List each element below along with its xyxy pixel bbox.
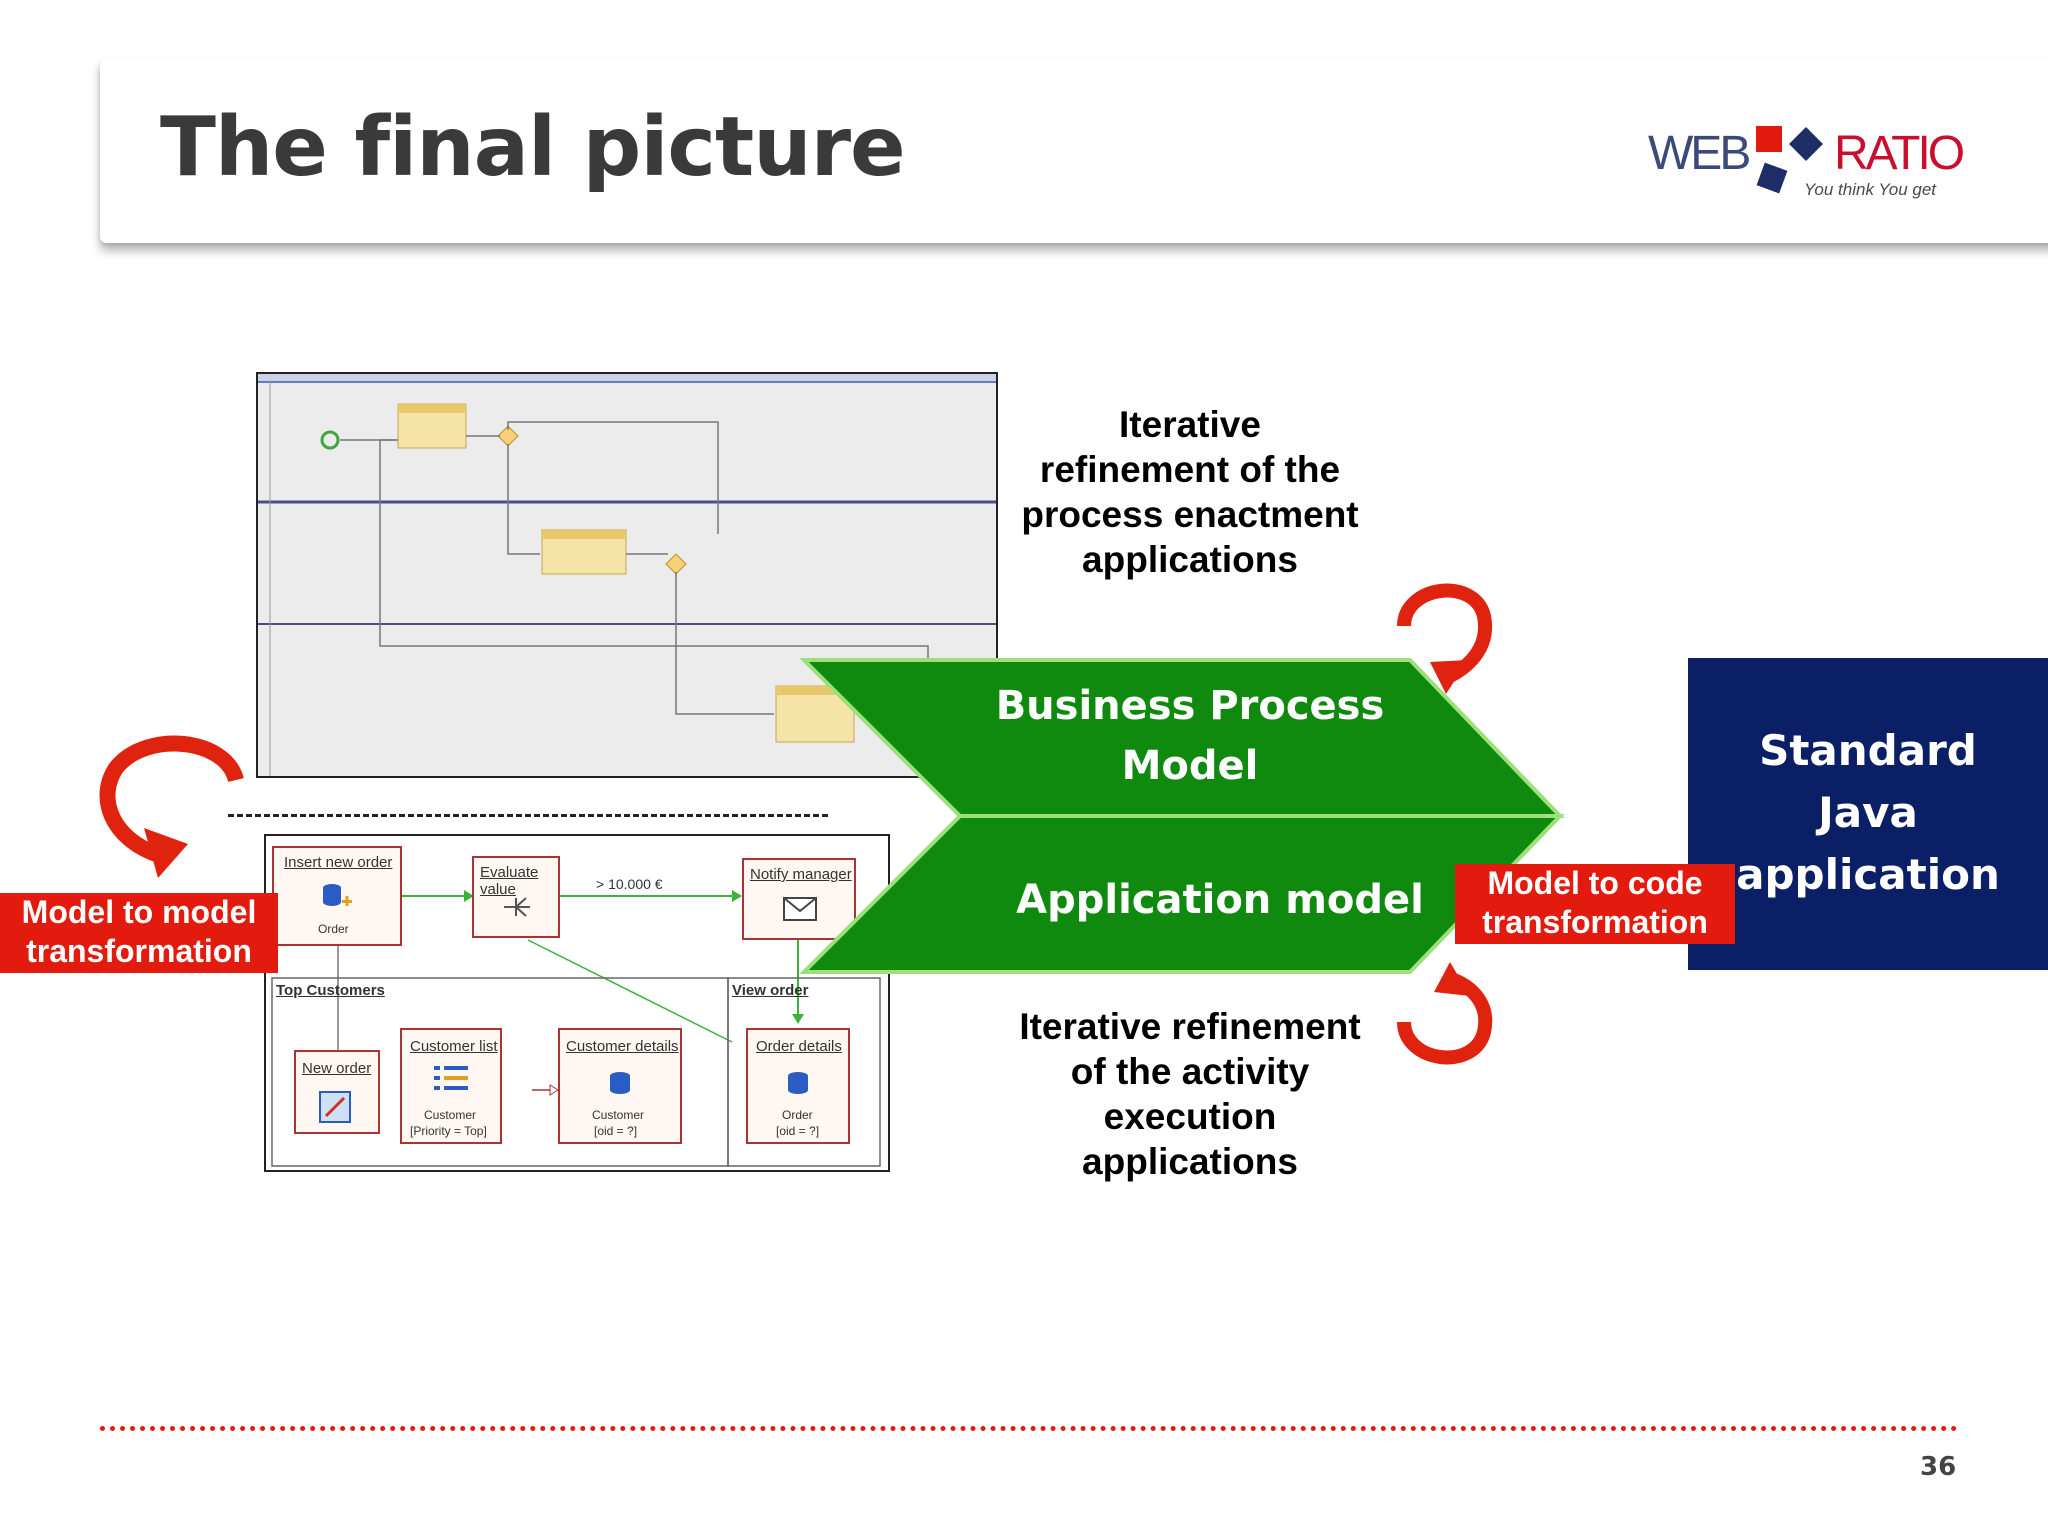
java-line-2: Java xyxy=(1818,788,1918,837)
new-order-unit: New order xyxy=(294,1050,380,1134)
customer-list-label: Customer list xyxy=(410,1038,498,1055)
order-details-selector: [oid = ?] xyxy=(776,1124,820,1138)
bottom-callout-line-4: applications xyxy=(1082,1141,1298,1182)
java-line-3: application xyxy=(1736,850,2000,899)
top-callout-line-2: refinement of the xyxy=(1039,449,1341,490)
page-number: 36 xyxy=(1920,1452,1957,1482)
header-bar xyxy=(100,58,2048,243)
database-icon xyxy=(610,1072,630,1094)
slide-title: The final picture xyxy=(160,100,906,195)
evaluate-value-unit: Evaluate value xyxy=(472,856,560,938)
evaluate-value-label: Evaluate value xyxy=(480,864,539,898)
database-icon xyxy=(788,1072,808,1094)
customer-details-unit: Customer details Customer [oid = ?] xyxy=(558,1028,682,1144)
webml-model-screenshot: Insert new order Order Evaluate value > … xyxy=(264,834,890,1172)
top-customers-page-label: Top Customers xyxy=(276,982,385,999)
envelope-icon xyxy=(783,897,817,921)
bottom-callout-line-2: of the activity xyxy=(1070,1051,1310,1092)
view-order-page-label: View order xyxy=(732,982,809,999)
webml-links xyxy=(271,890,881,1167)
standard-java-application-box xyxy=(1688,658,2048,970)
notify-manager-unit: Notify manager xyxy=(742,858,856,940)
index-list-icon xyxy=(434,1066,468,1090)
logo-tagline: You think You get xyxy=(1804,180,1937,199)
bottom-callout: Iterative refinement of the activity exe… xyxy=(990,1004,1390,1184)
customer-list-entity: Customer xyxy=(424,1108,477,1122)
branch-icon xyxy=(504,897,530,917)
model-to-code-label: Model to code transformation xyxy=(1455,864,1735,944)
database-plus-icon xyxy=(323,884,352,906)
customer-list-selector: [Priority = Top] xyxy=(410,1124,487,1138)
new-order-label: New order xyxy=(302,1060,372,1077)
separator-line xyxy=(228,814,828,817)
left-transformation-arrow-icon xyxy=(99,735,244,878)
top-iteration-arrow-icon xyxy=(1397,583,1493,694)
java-line-1: Standard xyxy=(1759,726,1977,775)
chevron-shapes xyxy=(799,658,1565,974)
logo-diamonds-icon xyxy=(1756,126,1823,194)
m2c-line-1: Model to code xyxy=(1487,865,1703,901)
bpmn-diagram xyxy=(258,374,996,776)
application-model-text: Application model xyxy=(1016,877,1424,923)
order-details-label: Order details xyxy=(756,1038,842,1055)
insert-entity-label: Order xyxy=(318,922,349,936)
customer-details-entity: Customer xyxy=(592,1108,645,1122)
model-to-model-label: Model to model transformation xyxy=(0,893,278,973)
bpm-line-2: Model xyxy=(1121,743,1259,789)
m2m-line-2: transformation xyxy=(26,933,252,969)
m2c-line-2: transformation xyxy=(1482,904,1708,940)
standard-java-application-text: Standard Java application xyxy=(1688,720,2048,906)
notify-manager-label: Notify manager xyxy=(750,866,852,883)
insert-new-order-label: Insert new order xyxy=(284,854,393,871)
top-callout: Iterative refinement of the process enac… xyxy=(1000,402,1380,582)
logo-web-text: WEB xyxy=(1648,127,1751,180)
bottom-callout-line-3: execution xyxy=(1103,1096,1277,1137)
top-callout-line-4: applications xyxy=(1082,539,1298,580)
customer-details-label: Customer details xyxy=(566,1038,679,1055)
entry-form-icon xyxy=(319,1091,351,1123)
bpm-line-1: Business Process xyxy=(995,683,1385,729)
logo-ratio-text: RATIO xyxy=(1834,127,1965,180)
webratio-logo: WEB RATIO You think You get xyxy=(1648,118,1968,214)
footer-dotted-line xyxy=(100,1426,1958,1431)
customer-details-selector: [oid = ?] xyxy=(594,1124,638,1138)
customer-list-unit: Customer list Customer [Priority = Top] xyxy=(400,1028,502,1144)
top-callout-line-1: Iterative xyxy=(1119,404,1261,445)
condition-label: > 10.000 € xyxy=(596,876,663,892)
top-callout-line-3: process enactment xyxy=(1021,494,1359,535)
order-details-entity: Order xyxy=(782,1108,813,1122)
business-process-model-text: Business Process Model xyxy=(980,676,1400,796)
bottom-callout-line-1: Iterative refinement xyxy=(1019,1006,1361,1047)
order-details-unit: Order details Order [oid = ?] xyxy=(746,1028,850,1144)
insert-new-order-unit: Insert new order Order xyxy=(272,846,402,946)
application-model-chevron xyxy=(799,814,1565,974)
m2m-line-1: Model to model xyxy=(21,894,257,930)
bottom-iteration-arrow-icon xyxy=(1397,962,1493,1065)
